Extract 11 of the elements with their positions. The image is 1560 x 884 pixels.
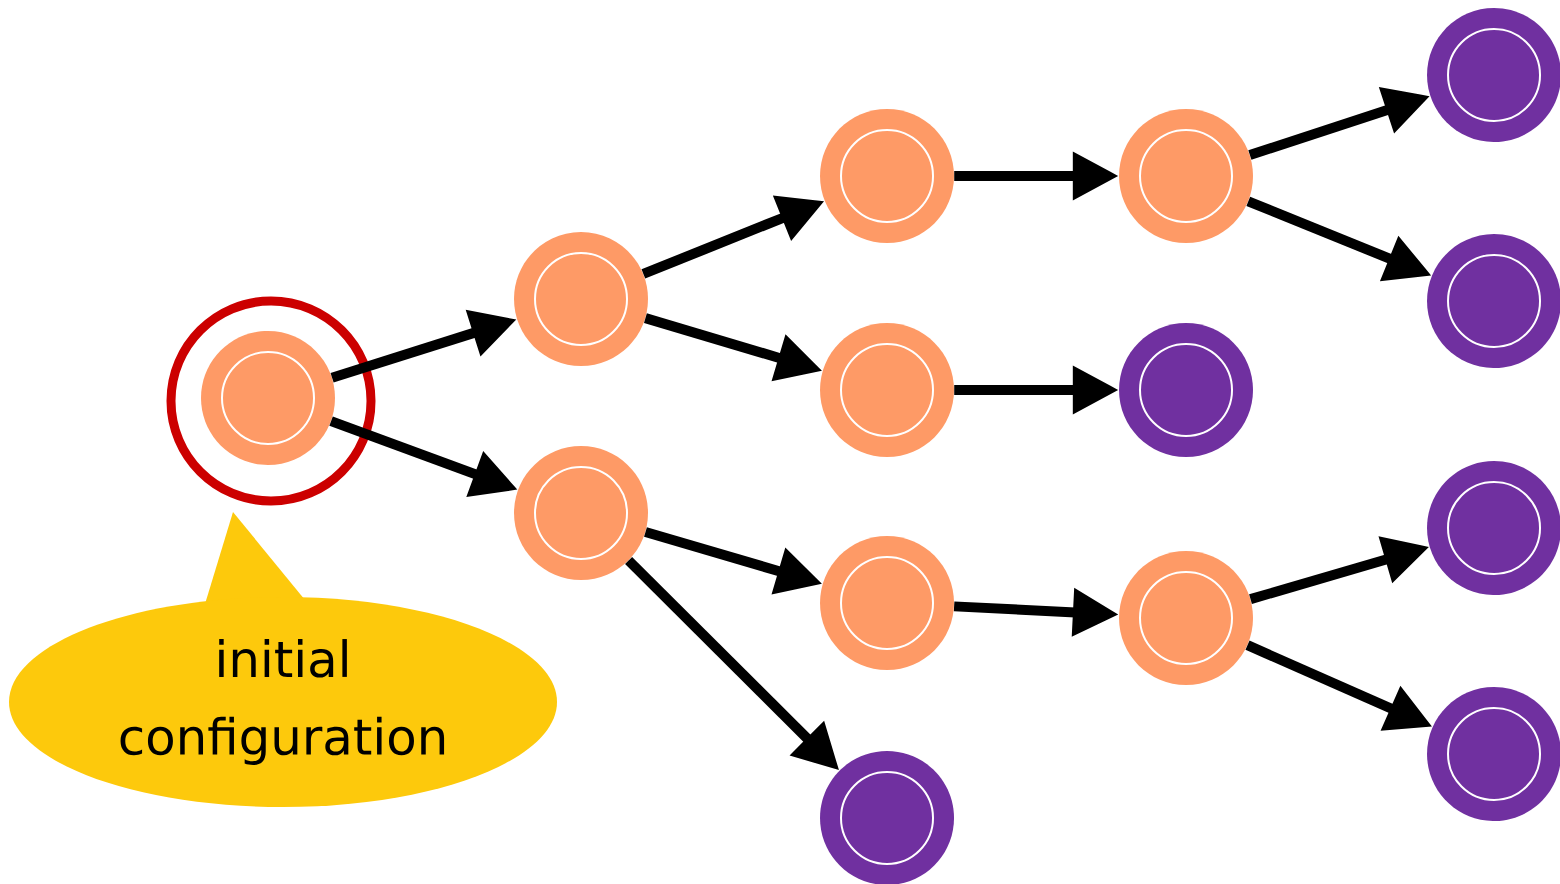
state-circle	[1119, 551, 1253, 685]
state-circle	[820, 109, 954, 243]
state-circle	[1119, 109, 1253, 243]
speech-bubble: initial configuration	[9, 512, 557, 807]
state-circle	[820, 323, 954, 457]
state-circle	[514, 232, 648, 366]
state-circle	[514, 446, 648, 580]
highlight-ring	[166, 296, 376, 506]
state-circle	[1119, 323, 1253, 457]
state-circle	[820, 536, 954, 670]
state-circle	[201, 331, 335, 465]
